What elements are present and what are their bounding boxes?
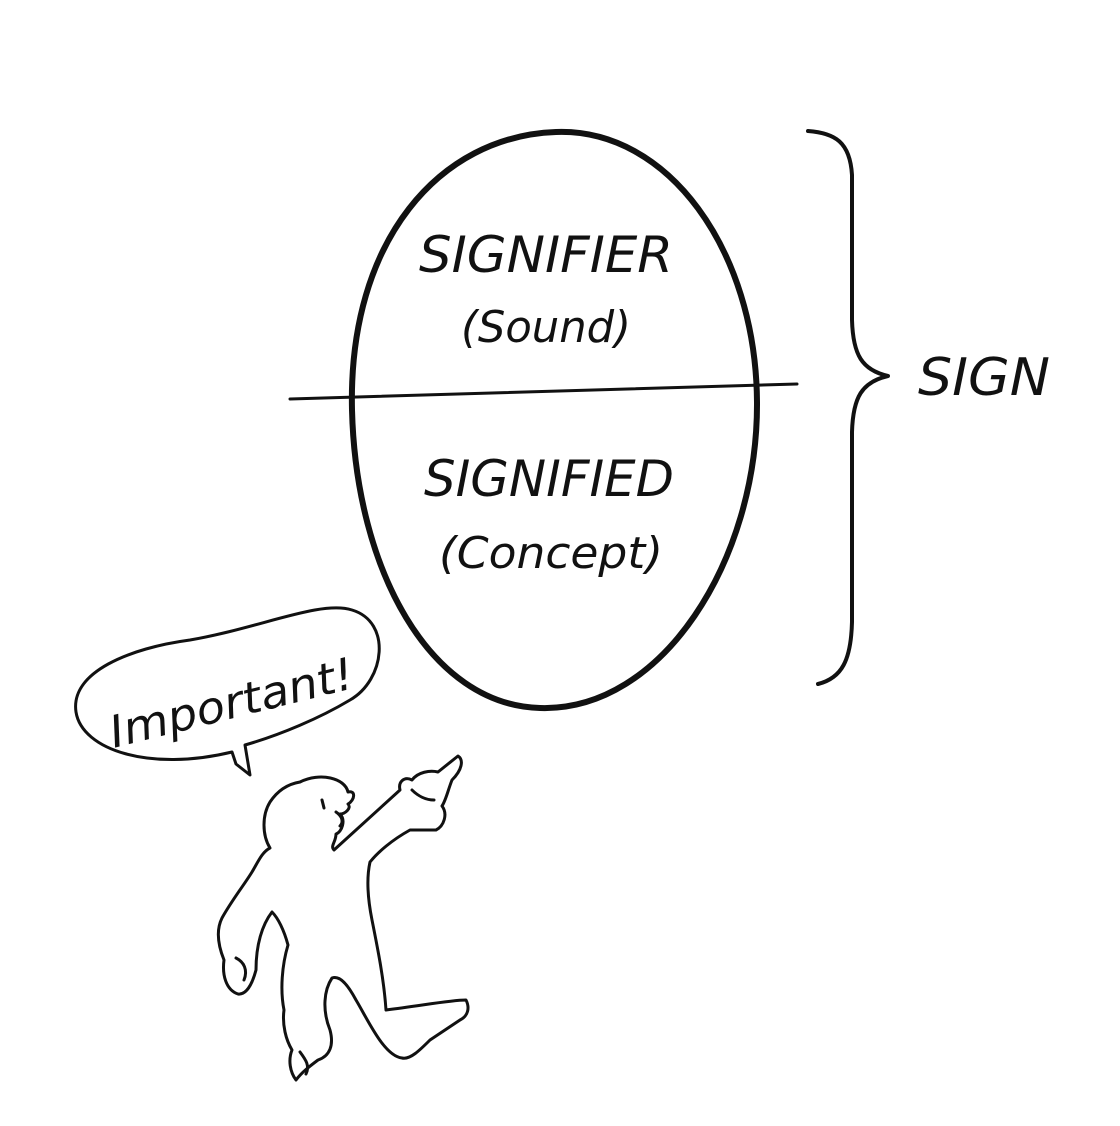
pointing-figure-icon: [216, 754, 470, 1082]
signified-title: SIGNIFIED: [424, 450, 674, 508]
divider-line: [288, 382, 799, 401]
curly-brace: [806, 129, 890, 686]
signifier-subtitle: (Sound): [461, 302, 631, 353]
sign-oval: [348, 128, 761, 712]
speech-bubble-text: Important!: [104, 649, 359, 759]
signified-subtitle: (Concept): [439, 528, 663, 579]
speech-bubble: [74, 606, 381, 777]
signifier-title: SIGNIFIER: [419, 226, 673, 284]
sign-label: SIGN: [918, 348, 1050, 408]
